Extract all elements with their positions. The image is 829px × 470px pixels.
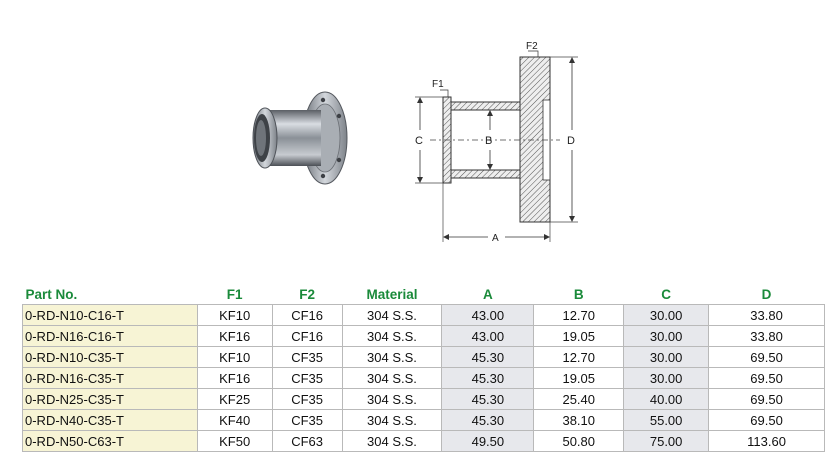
table-header-row: Part No. F1 F2 Material A B C D — [23, 284, 825, 305]
material-cell: 304 S.S. — [341, 367, 443, 389]
f2-cell: CF35 — [271, 346, 343, 368]
a-cell: 45.30 — [441, 388, 535, 410]
b-cell: 38.10 — [533, 409, 625, 431]
f1-cell: KF10 — [196, 304, 273, 326]
d-cell: 33.80 — [708, 304, 825, 326]
f1-cell: KF16 — [196, 367, 273, 389]
part-number-cell: 0-RD-N40-C35-T — [22, 409, 198, 431]
f1-cell: KF50 — [196, 430, 273, 452]
c-cell: 75.00 — [623, 430, 710, 452]
table-row: 0-RD-N16-C16-T KF16 CF16 304 S.S. 43.00 … — [22, 325, 825, 347]
c-cell: 40.00 — [623, 388, 710, 410]
f1-cell: KF16 — [196, 325, 273, 347]
d-cell: 69.50 — [708, 346, 825, 368]
material-cell: 304 S.S. — [341, 430, 443, 452]
d-cell: 113.60 — [708, 430, 825, 452]
d-cell: 33.80 — [708, 325, 825, 347]
label-c: C — [415, 135, 423, 147]
f2-cell: CF35 — [271, 388, 343, 410]
a-cell: 43.00 — [441, 325, 535, 347]
part-number-cell: 0-RD-N10-C16-T — [22, 304, 198, 326]
table-row: 0-RD-N40-C35-T KF40 CF35 304 S.S. 45.30 … — [22, 409, 825, 431]
f1-cell: KF10 — [196, 346, 273, 368]
material-cell: 304 S.S. — [341, 325, 443, 347]
part-number-cell: 0-RD-N16-C35-T — [22, 367, 198, 389]
column-header-b: B — [573, 286, 584, 302]
material-cell: 304 S.S. — [341, 409, 443, 431]
label-d: D — [567, 135, 575, 147]
a-cell: 43.00 — [441, 304, 535, 326]
part-number-cell: 0-RD-N10-C35-T — [22, 346, 198, 368]
label-f2: F2 — [526, 41, 538, 52]
table-row: 0-RD-N16-C35-T KF16 CF35 304 S.S. 45.30 … — [22, 367, 825, 389]
d-cell: 69.50 — [708, 409, 825, 431]
d-cell: 69.50 — [708, 367, 825, 389]
column-header-f2: F2 — [299, 286, 315, 302]
b-cell: 19.05 — [533, 367, 625, 389]
b-cell: 25.40 — [533, 388, 625, 410]
spec-table: Part No. F1 F2 Material A B C D 0-RD-N10… — [22, 284, 825, 452]
material-cell: 304 S.S. — [341, 346, 443, 368]
c-cell: 30.00 — [623, 346, 710, 368]
column-header-a: A — [483, 286, 493, 302]
column-header-c: C — [661, 286, 671, 302]
f2-cell: CF35 — [271, 367, 343, 389]
material-cell: 304 S.S. — [341, 388, 443, 410]
f2-cell: CF16 — [271, 325, 343, 347]
part-number-cell: 0-RD-N25-C35-T — [22, 388, 198, 410]
a-cell: 45.30 — [441, 409, 535, 431]
f1-cell: KF25 — [196, 388, 273, 410]
c-cell: 30.00 — [623, 325, 710, 347]
a-cell: 49.50 — [441, 430, 535, 452]
a-cell: 45.30 — [441, 367, 535, 389]
d-cell: 69.50 — [708, 388, 825, 410]
cross-section-drawing: F1 F2 C B D A — [415, 41, 578, 244]
product-photo — [252, 91, 348, 185]
label-b: B — [485, 135, 492, 147]
c-cell: 30.00 — [623, 304, 710, 326]
column-header-part-no: Part No. — [25, 286, 78, 302]
a-cell: 45.30 — [441, 346, 535, 368]
b-cell: 50.80 — [533, 430, 625, 452]
material-cell: 304 S.S. — [341, 304, 443, 326]
table-row: 0-RD-N25-C35-T KF25 CF35 304 S.S. 45.30 … — [22, 388, 825, 410]
column-header-d: D — [761, 286, 772, 302]
c-cell: 30.00 — [623, 367, 710, 389]
b-cell: 19.05 — [533, 325, 625, 347]
b-cell: 12.70 — [533, 346, 625, 368]
table-row: 0-RD-N10-C16-T KF10 CF16 304 S.S. 43.00 … — [22, 304, 825, 326]
label-a: A — [492, 233, 499, 244]
part-number-cell: 0-RD-N16-C16-T — [22, 325, 198, 347]
f2-cell: CF63 — [271, 430, 343, 452]
part-number-cell: 0-RD-N50-C63-T — [22, 430, 198, 452]
table-row: 0-RD-N10-C35-T KF10 CF35 304 S.S. 45.30 … — [22, 346, 825, 368]
f2-cell: CF35 — [271, 409, 343, 431]
f2-cell: CF16 — [271, 304, 343, 326]
c-cell: 55.00 — [623, 409, 710, 431]
table-row: 0-RD-N50-C63-T KF50 CF63 304 S.S. 49.50 … — [22, 430, 825, 452]
label-f1: F1 — [432, 79, 444, 90]
b-cell: 12.70 — [533, 304, 625, 326]
f1-cell: KF40 — [196, 409, 273, 431]
column-header-f1: F1 — [226, 286, 243, 302]
column-header-material: Material — [366, 286, 418, 302]
